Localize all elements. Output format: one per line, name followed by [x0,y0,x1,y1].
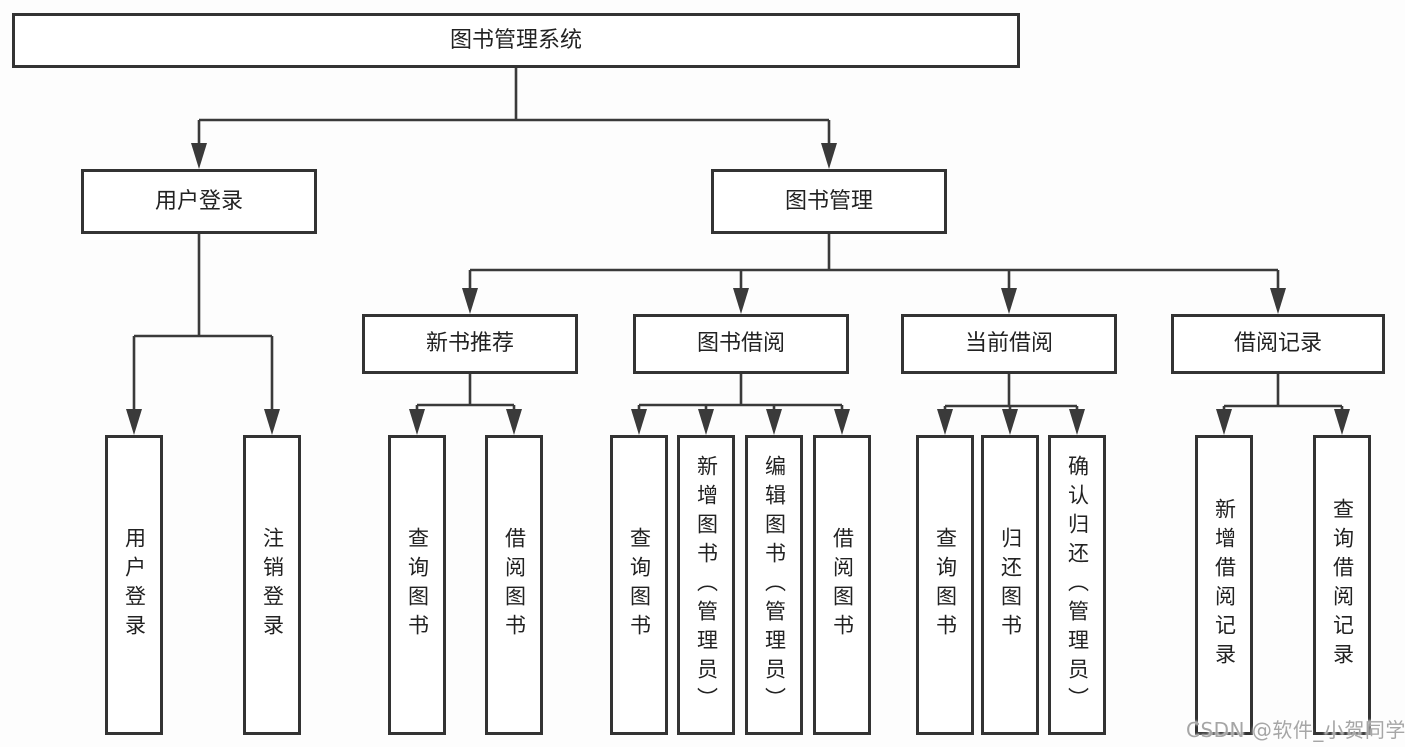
leaf-bb-query-books: 查询图书 [610,435,668,735]
leaf-br-query-record: 查询借阅记录 [1313,435,1371,735]
node-book-borrowing: 图书借阅 [633,314,849,374]
leaf-nbr-query-books: 查询图书 [388,435,446,735]
node-root: 图书管理系统 [12,13,1020,68]
leaf-cb-query-books: 查询图书 [916,435,974,735]
leaf-cb-return-books: 归还图书 [981,435,1039,735]
leaf-br-add-record: 新增借阅记录 [1195,435,1253,735]
leaf-bb-edit-book-admin: 编辑图书（管理员） [745,435,803,735]
leaf-nbr-borrow-books: 借阅图书 [485,435,543,735]
node-book-management: 图书管理 [711,169,947,234]
node-user-login: 用户登录 [81,169,317,234]
leaf-bb-borrow-books: 借阅图书 [813,435,871,735]
leaf-bb-add-book-admin: 新增图书（管理员） [677,435,735,735]
node-new-book-recommendation: 新书推荐 [362,314,578,374]
node-current-borrowing: 当前借阅 [901,314,1117,374]
connector-paths [132,68,1344,412]
watermark: CSDN @软件_小贺同学 [1186,718,1405,742]
arrowheads [126,143,1350,435]
leaf-logout: 注销登录 [243,435,301,735]
node-borrowing-records: 借阅记录 [1171,314,1385,374]
leaf-user-login: 用户登录 [105,435,163,735]
leaf-cb-confirm-return-admin: 确认归还（管理员） [1048,435,1106,735]
